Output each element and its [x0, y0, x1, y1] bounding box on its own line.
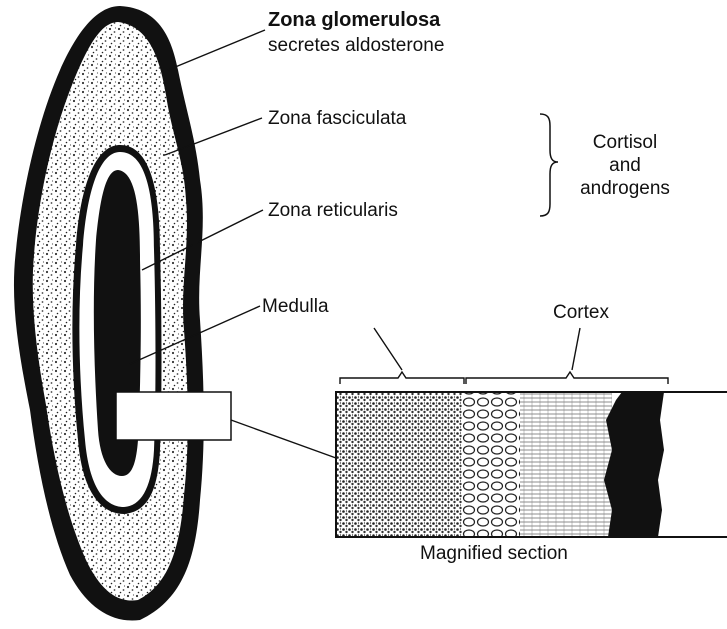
- leader-glomerulosa: [168, 30, 265, 70]
- section-fasciculata-tissue: [520, 392, 612, 537]
- sample-window: [116, 392, 231, 440]
- brace-medulla: [340, 372, 464, 384]
- label-medulla: Medulla: [262, 296, 329, 318]
- label-cortisol: Cortisol: [560, 132, 690, 154]
- section-medulla-tissue: [336, 392, 466, 537]
- magnified-section: [336, 392, 727, 537]
- leader-magnified: [231, 420, 336, 458]
- label-cortex: Cortex: [553, 302, 609, 324]
- brace-cortisol: [540, 114, 558, 216]
- label-zona-glomerulosa: Zona glomerulosa: [268, 9, 440, 32]
- label-aldosterone: secretes aldosterone: [268, 35, 444, 57]
- section-glomerulosa-capsule: [604, 392, 664, 537]
- leader-cortex-label: [572, 328, 580, 370]
- brace-cortex: [466, 372, 668, 384]
- leader-medulla-label: [374, 328, 402, 370]
- label-zona-reticularis: Zona reticularis: [268, 200, 398, 222]
- label-magnified-section: Magnified section: [420, 543, 568, 565]
- label-zona-fasciculata: Zona fasciculata: [268, 108, 406, 130]
- label-androgens: androgens: [560, 178, 690, 200]
- label-and: and: [560, 155, 690, 177]
- section-reticularis-tissue: [462, 392, 520, 537]
